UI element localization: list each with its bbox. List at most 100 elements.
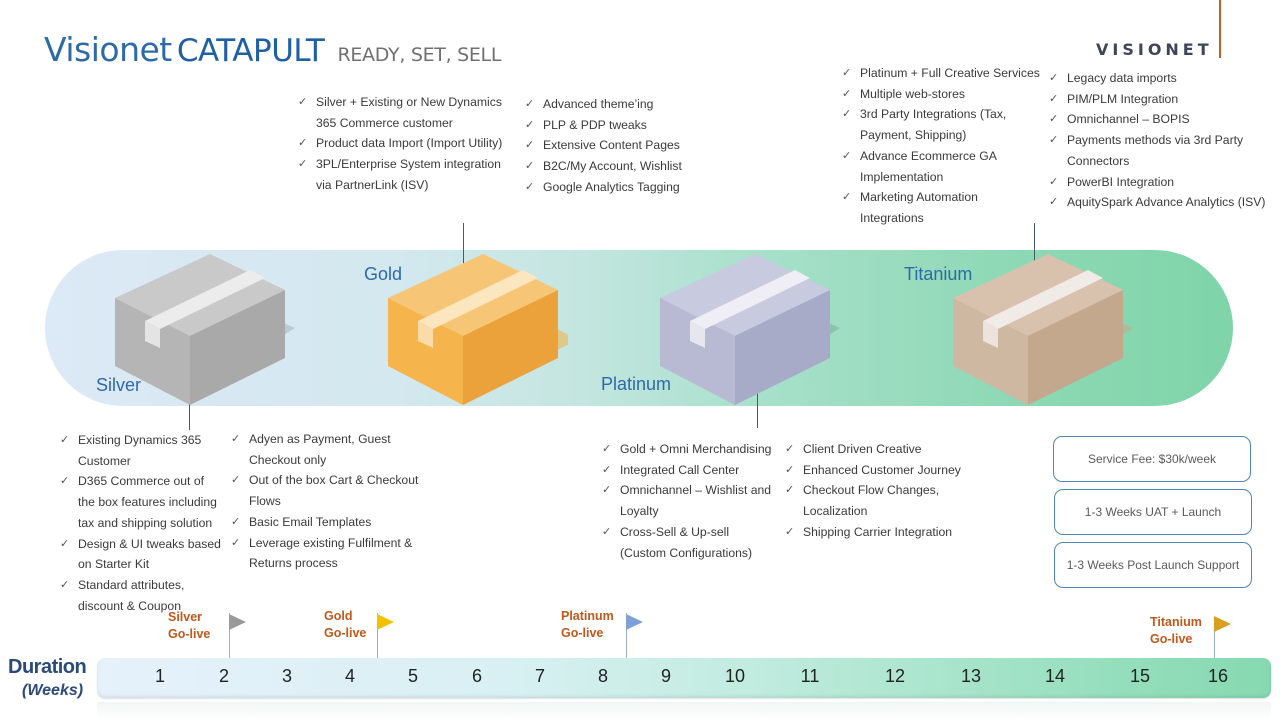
week-tick-label: 12 <box>884 666 906 686</box>
feature-item: ✓ 3PL/Enterprise System integration via Pa… <box>298 154 502 195</box>
feature-text: Existing Dynamics 365 <box>78 433 202 447</box>
feature-text: AquitySpark Advance Analytics (ISV) <box>1067 195 1266 210</box>
feature-text: Legacy data imports <box>1067 71 1177 85</box>
feature-text: Payments methods via 3rd Party <box>1067 133 1244 148</box>
feature-item: ✓ Basic Email Templates <box>231 512 418 533</box>
checkmark-icon: ✓ <box>60 537 70 550</box>
checkmark-icon: ✓ <box>231 515 241 528</box>
titanium-flag-icon <box>1214 616 1231 632</box>
checkmark-icon: ✓ <box>602 525 612 538</box>
gold-features-col2: ✓ Advanced theme’ing ✓ PLP & PDP tweaks ✓ Ext… <box>525 94 682 198</box>
feature-item: ✓Multiple web-stores <box>842 84 1040 105</box>
checkmark-icon: ✓ <box>842 149 852 162</box>
tier-label-gold: Gold <box>364 264 403 284</box>
checkmark-icon: ✓ <box>602 463 612 476</box>
week-tick-label: 5 <box>407 666 418 686</box>
uat-launch-box: 1-3 Weeks UAT + Launch <box>1054 489 1252 535</box>
week-tick-label: 1 <box>154 666 165 686</box>
feature-text: PowerBI Integration <box>1067 174 1175 189</box>
timeline-reflection <box>97 702 1271 720</box>
feature-text: via PartnerLink (ISV) <box>316 177 429 192</box>
titanium-connector <box>1034 223 1035 289</box>
checkmark-icon: ✓ <box>1049 92 1059 105</box>
feature-text: Customer <box>78 453 131 468</box>
week-tick-label: 4 <box>344 666 355 686</box>
feature-text: tax and shipping solution <box>78 515 213 530</box>
post-launch-support-box: 1-3 Weeks Post Launch Support <box>1054 542 1252 588</box>
week-tick-label: 8 <box>597 666 608 686</box>
silver-flag-icon <box>229 614 246 630</box>
milestone-platinum-line2: Go-live <box>561 626 604 640</box>
feature-text: Extensive Content Pages <box>543 138 680 153</box>
checkmark-icon: ✓ <box>231 433 241 445</box>
checkmark-icon: ✓ <box>298 137 308 150</box>
weeks-label: (Weeks) <box>22 682 84 699</box>
service-fee-box: Service Fee: $30k/week <box>1053 436 1251 482</box>
feature-text: PIM/PLM Integration <box>1067 91 1179 106</box>
feature-text: Advanced theme’ing <box>543 97 654 111</box>
milestone-titanium-line2: Go-live <box>1150 632 1193 646</box>
platinum-connector <box>757 360 758 428</box>
feature-item: ✓B2C/My Account, Wishlist <box>525 156 682 177</box>
title-catapult: CATAPULT <box>176 33 325 69</box>
silver-flag-pole <box>229 613 230 660</box>
platinum-features-col1: ✓Gold + Omni Merchandising✓Integrated Ca… <box>602 439 771 563</box>
feature-text: Platinum + Full Creative Services <box>860 66 1040 80</box>
feature-text: Adyen as Payment, Guest <box>249 432 391 446</box>
feature-item: ✓Product data Import (Import Utility) <box>298 133 502 154</box>
feature-text: Returns process <box>249 556 338 571</box>
milestone-silver-line1: Silver <box>168 610 203 624</box>
checkmark-icon: ✓ <box>602 484 612 497</box>
milestone-titanium-line1: Titanium <box>1150 615 1202 629</box>
feature-text: Basic Email Templates <box>249 514 372 529</box>
checkmark-icon: ✓ <box>525 98 535 110</box>
checkmark-icon: ✓ <box>785 525 795 538</box>
week-tick-label: 13 <box>960 666 982 686</box>
checkmark-icon: ✓ <box>1049 113 1059 126</box>
milestone-gold-line2: Go-live <box>324 626 367 640</box>
checkmark-icon: ✓ <box>231 474 241 487</box>
platinum-box-icon <box>660 254 840 405</box>
tagline: READY, SET, SELL <box>337 44 502 66</box>
feature-text: 3PL/Enterprise System integration <box>316 157 501 172</box>
feature-text: Flows <box>249 494 281 509</box>
feature-text: Advance Ecommerce GA <box>860 148 997 163</box>
feature-text: D365 Commerce out of <box>78 474 204 489</box>
checkmark-icon: ✓ <box>1049 134 1059 147</box>
feature-text: Localization <box>803 504 868 519</box>
feature-text: Payment, Shipping) <box>860 128 967 143</box>
feature-item: ✓ Shipping Carrier Integration <box>785 522 961 543</box>
feature-item: ✓PowerBI Integration <box>1049 172 1265 193</box>
feature-text: PLP & PDP tweaks <box>543 117 647 132</box>
checkmark-icon: ✓ <box>842 87 852 100</box>
platinum-flag-pole <box>626 613 627 660</box>
page-title: Visionet CATAPULT READY, SET, SELL <box>44 30 501 69</box>
week-tick-label: 14 <box>1044 666 1066 686</box>
checkmark-icon: ✓ <box>785 484 795 497</box>
feature-text: Shipping Carrier Integration <box>803 524 953 539</box>
week-tick-label: 15 <box>1129 666 1151 686</box>
title-visionet: Visionet <box>44 30 172 69</box>
checkmark-icon: ✓ <box>298 158 308 171</box>
tier-label-silver: Silver <box>96 375 142 395</box>
feature-text: Client Driven Creative <box>803 442 922 456</box>
feature-text: Design & UI tweaks based <box>78 536 221 551</box>
milestone-silver-golive: Silver Go-live <box>168 609 210 643</box>
gold-box-icon <box>388 254 568 405</box>
milestone-gold-golive: Gold Go-live <box>324 608 366 642</box>
checkmark-icon: ✓ <box>525 118 535 131</box>
feature-text: the box features including <box>78 495 217 510</box>
checkmark-icon: ✓ <box>785 443 795 455</box>
feature-text: Checkout Flow Changes, <box>803 483 940 498</box>
feature-item: ✓Cross-Sell & Up-sell(Custom Configurati… <box>602 522 771 563</box>
checkmark-icon: ✓ <box>525 139 535 152</box>
feature-text: Loyalty <box>620 504 659 519</box>
